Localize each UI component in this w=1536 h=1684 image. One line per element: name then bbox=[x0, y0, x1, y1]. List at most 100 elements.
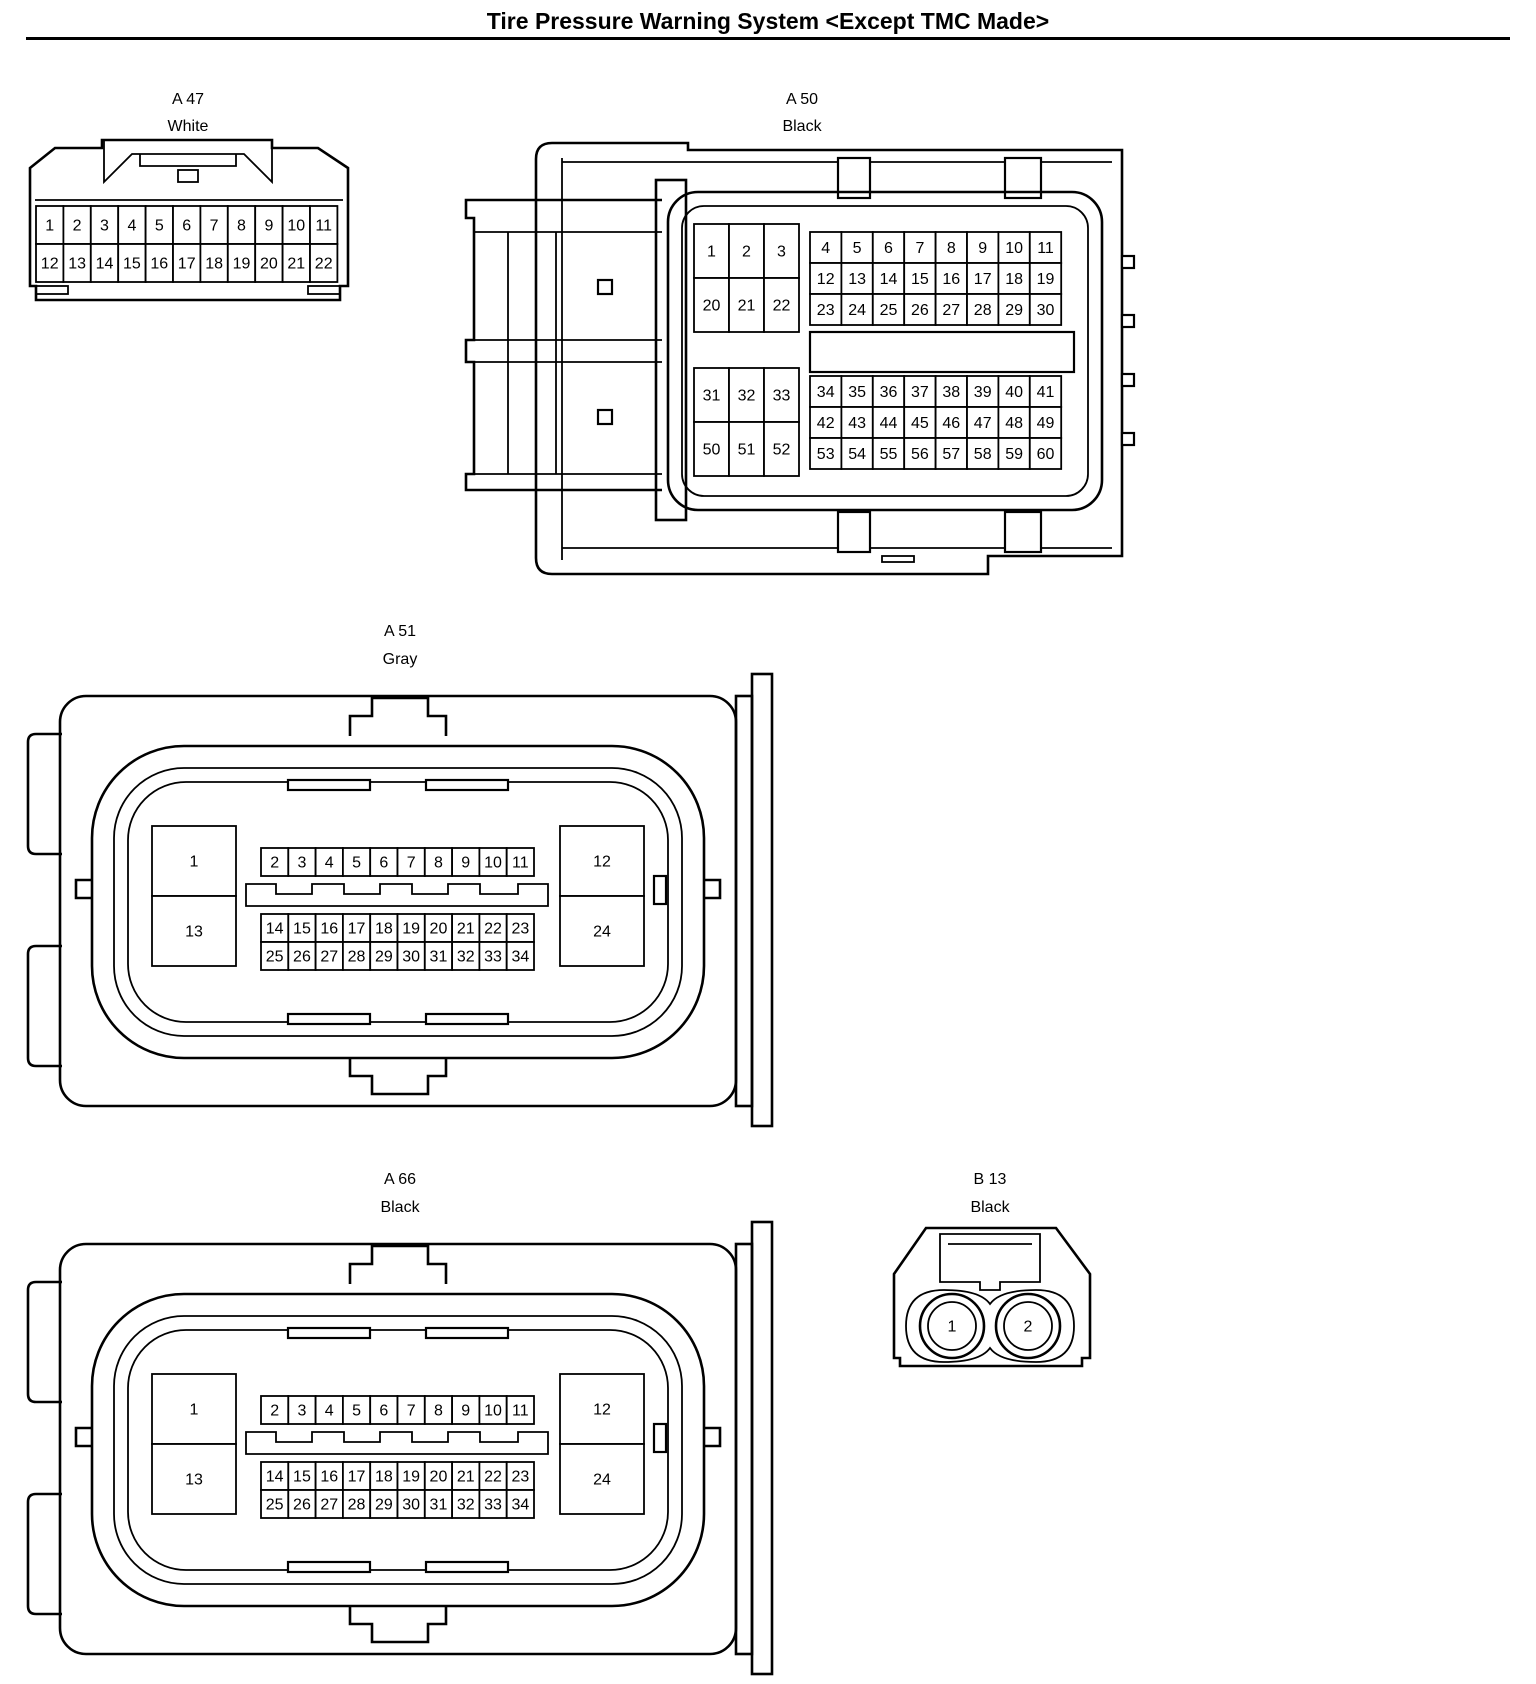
pin-cell bbox=[559, 825, 645, 897]
pin-cell bbox=[287, 1461, 317, 1491]
pin-cell bbox=[151, 1443, 237, 1515]
pin-label: 22 bbox=[484, 1469, 502, 1486]
pin-label: 1 bbox=[190, 854, 199, 871]
pin-label: 30 bbox=[402, 1497, 420, 1514]
pin-label: 33 bbox=[484, 949, 502, 966]
pin-label: 20 bbox=[260, 256, 278, 273]
pin-label: 11 bbox=[315, 218, 332, 235]
pin-cell bbox=[144, 243, 174, 283]
pin-socket-inner bbox=[927, 1301, 977, 1351]
pin-cell bbox=[505, 913, 535, 943]
pin-label: 40 bbox=[1005, 384, 1023, 401]
pin-cell bbox=[151, 1373, 237, 1445]
pin-label: 13 bbox=[848, 271, 866, 288]
pin-cell bbox=[809, 293, 843, 326]
pin-label: 37 bbox=[911, 384, 929, 401]
pin-label: 29 bbox=[1005, 302, 1023, 319]
connector-a66-id: A 66 bbox=[384, 1171, 416, 1188]
pin-label: 16 bbox=[320, 1469, 338, 1486]
pin-label: 17 bbox=[348, 921, 366, 938]
pin-label: 57 bbox=[942, 446, 960, 463]
title-rule bbox=[26, 37, 1510, 40]
pin-cell bbox=[809, 437, 843, 470]
pin-label: 23 bbox=[511, 1469, 529, 1486]
pin-label: 56 bbox=[911, 446, 929, 463]
pin-label: 29 bbox=[375, 949, 393, 966]
connector-a50-housing bbox=[534, 141, 1124, 576]
connector-a50-lever bbox=[464, 198, 662, 492]
pin-cell bbox=[314, 847, 344, 877]
pin-label: 21 bbox=[287, 256, 305, 273]
pin-label: 48 bbox=[1005, 415, 1023, 432]
pin-cell bbox=[763, 421, 800, 477]
pin-cell bbox=[341, 847, 372, 877]
pin-label: 30 bbox=[402, 949, 420, 966]
pin-cell bbox=[287, 1395, 317, 1425]
connector-a51-id: A 51 bbox=[384, 623, 416, 640]
pin-label: 30 bbox=[1037, 302, 1055, 319]
pin-label: 4 bbox=[325, 855, 334, 872]
pin-label: 12 bbox=[593, 854, 611, 871]
connector-a50-color: Black bbox=[782, 118, 822, 135]
connector-a47-color: White bbox=[168, 118, 209, 135]
pin-label: 10 bbox=[287, 218, 305, 235]
pin-label: 24 bbox=[593, 1472, 611, 1489]
pin-cell bbox=[423, 847, 453, 877]
pin-label: 52 bbox=[773, 442, 791, 459]
pin-label: 54 bbox=[848, 446, 866, 463]
pin-label: 17 bbox=[348, 1469, 366, 1486]
pin-cell bbox=[903, 231, 937, 264]
pin-label: 3 bbox=[777, 244, 786, 261]
pin-cell bbox=[260, 1395, 290, 1425]
pin-socket-inner bbox=[1003, 1301, 1053, 1351]
connector-a51-color: Gray bbox=[383, 651, 418, 668]
pin-label: 19 bbox=[402, 1469, 420, 1486]
pin-label: 38 bbox=[942, 384, 960, 401]
pin-label: 22 bbox=[315, 256, 333, 273]
pin-label: 59 bbox=[1005, 446, 1023, 463]
pin-cell bbox=[728, 367, 765, 423]
pin-label: 42 bbox=[817, 415, 835, 432]
pin-cell bbox=[369, 1461, 399, 1491]
pin-socket bbox=[918, 1292, 986, 1360]
pin-label: 15 bbox=[293, 921, 311, 938]
pin-socket bbox=[994, 1292, 1062, 1360]
pin-label: 23 bbox=[817, 302, 835, 319]
pin-cell bbox=[451, 1489, 481, 1519]
pin-cell bbox=[840, 375, 874, 408]
pin-cell bbox=[396, 913, 426, 943]
connector-a50-face bbox=[666, 190, 1104, 512]
pin-cell bbox=[287, 1489, 317, 1519]
pin-label: 9 bbox=[461, 855, 470, 872]
pin-label: 18 bbox=[205, 256, 223, 273]
pin-cell bbox=[281, 205, 311, 245]
pin-label: 21 bbox=[457, 1469, 475, 1486]
pin-label: 16 bbox=[942, 271, 960, 288]
pin-label: 22 bbox=[484, 921, 502, 938]
pin-label: 34 bbox=[511, 949, 529, 966]
connector-a47-latch bbox=[103, 140, 273, 185]
pin-label: 58 bbox=[974, 446, 992, 463]
pin-label: 17 bbox=[178, 256, 196, 273]
pin-label: 35 bbox=[848, 384, 866, 401]
pin-cell bbox=[871, 375, 906, 408]
pin-label: 27 bbox=[320, 1497, 338, 1514]
pin-label: 27 bbox=[942, 302, 960, 319]
pin-label: 27 bbox=[320, 949, 338, 966]
pin-label: 11 bbox=[1037, 240, 1054, 257]
pin-label: 34 bbox=[511, 1497, 529, 1514]
pin-label: 32 bbox=[738, 388, 756, 405]
pin-label: 25 bbox=[266, 949, 284, 966]
pin-label: 23 bbox=[511, 921, 529, 938]
connector-b13-id: B 13 bbox=[974, 1171, 1007, 1188]
pin-label: 5 bbox=[155, 218, 164, 235]
pin-label: 8 bbox=[237, 218, 246, 235]
pin-label: 29 bbox=[375, 1497, 393, 1514]
pin-cell bbox=[997, 293, 1031, 326]
